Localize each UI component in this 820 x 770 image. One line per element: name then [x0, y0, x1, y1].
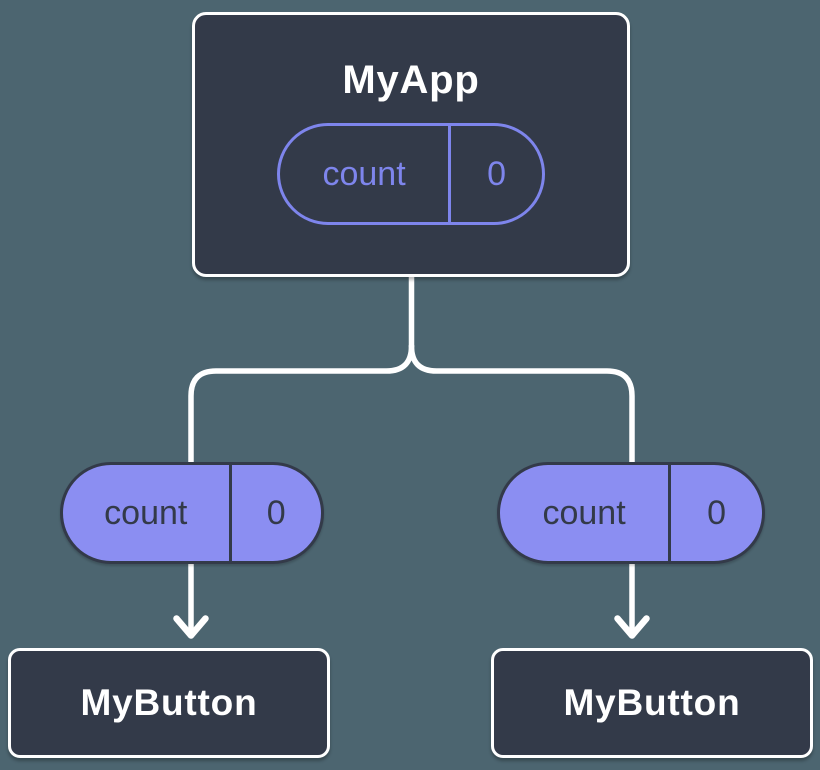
node-mybutton-right: MyButton	[491, 648, 813, 758]
prop-value: 0	[668, 465, 762, 561]
prop-value: 0	[448, 126, 542, 222]
node-mybutton-left: MyButton	[8, 648, 330, 758]
arrowhead-left-icon	[173, 615, 209, 639]
node-mybutton-title: MyButton	[563, 681, 741, 723]
node-myapp: MyApp count 0	[192, 12, 630, 277]
prop-name: count	[542, 493, 626, 532]
node-myapp-title: MyApp	[342, 58, 480, 102]
child-prop-pill-left: count 0	[60, 462, 324, 564]
prop-name: count	[322, 154, 406, 193]
arrowhead-right-icon	[614, 615, 650, 639]
wire-branch-left	[188, 343, 415, 631]
node-mybutton-title: MyButton	[80, 681, 258, 723]
wire-branch-right	[408, 343, 635, 631]
child-prop-pill-right: count 0	[497, 462, 765, 564]
root-prop-pill: count 0	[277, 123, 545, 225]
prop-name: count	[104, 493, 188, 532]
prop-value: 0	[228, 465, 321, 561]
